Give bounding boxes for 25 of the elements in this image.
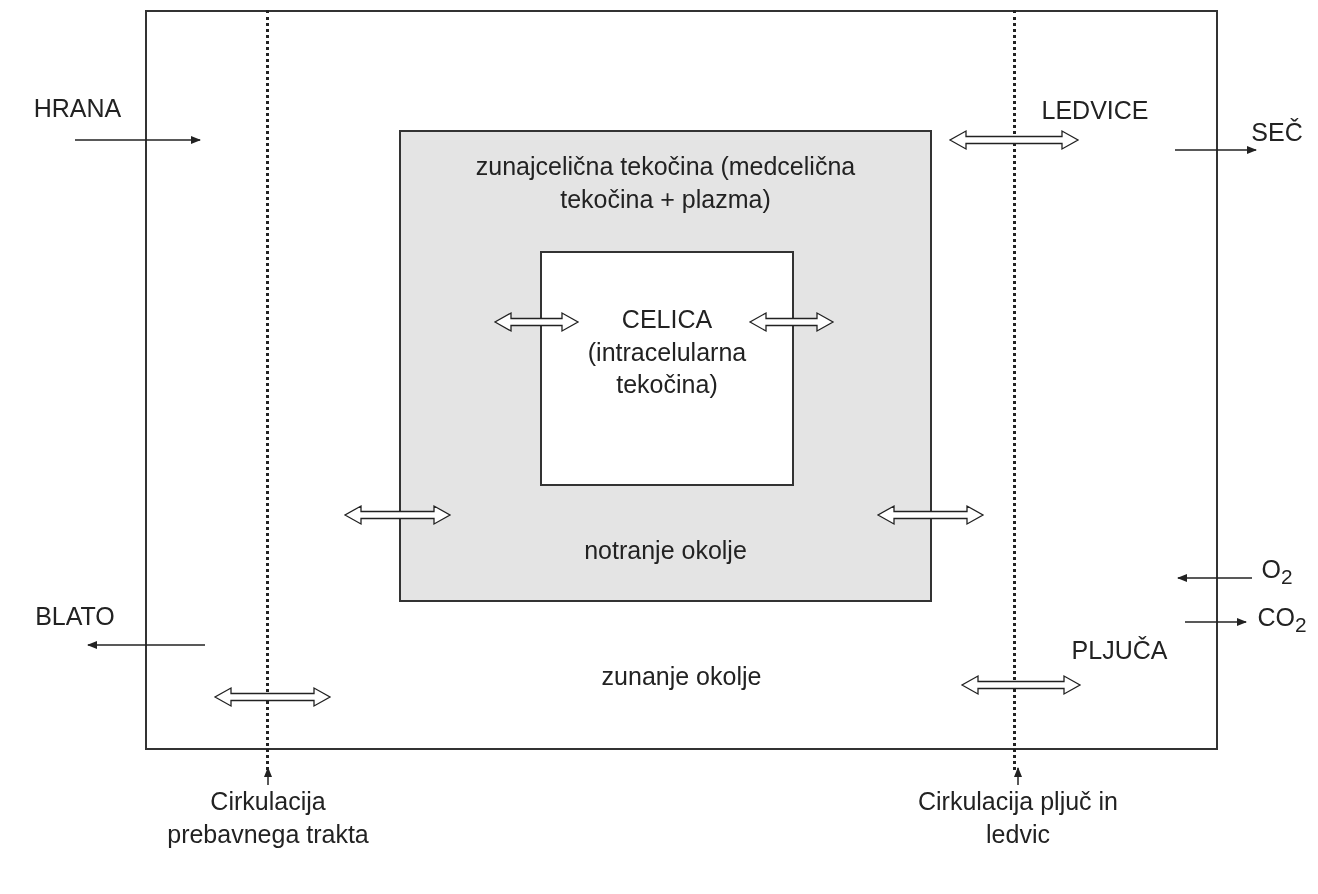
gas-label: CO$_{2}$ [1246, 601, 1318, 641]
arrow [87, 641, 206, 649]
cell-label: CELICA (intracelularna tekočina) [586, 304, 748, 400]
arrow [264, 767, 272, 786]
region-label: zunanje okolje [601, 661, 762, 692]
double-arrow [948, 129, 1080, 151]
region-label: notranje okolje [584, 535, 747, 566]
arrow [1184, 618, 1247, 626]
cell-box [540, 251, 794, 486]
outer-box [145, 10, 1218, 750]
extracellular-box [399, 130, 932, 602]
organ-label: PLJUČA [1052, 622, 1187, 687]
output-label: SEČ [1242, 116, 1312, 150]
output-label: BLATO [15, 600, 135, 645]
organ-label: LEDVICE [1030, 94, 1160, 142]
caption-label: Cirkulacija prebavnega trakta [158, 785, 378, 885]
caption-label: Cirkulacija pljuč in ledvic [898, 785, 1138, 885]
arrow [1174, 146, 1257, 154]
region-label: zunajcelična tekočina (medcelična tekočina + plazma) [474, 151, 857, 215]
arrow [1177, 574, 1253, 582]
arrow [74, 136, 201, 144]
intake-label: HRANA [15, 92, 140, 140]
gas-label: O$_{2}$ [1252, 553, 1302, 593]
arrow [1014, 767, 1022, 786]
double-arrow [960, 674, 1082, 696]
